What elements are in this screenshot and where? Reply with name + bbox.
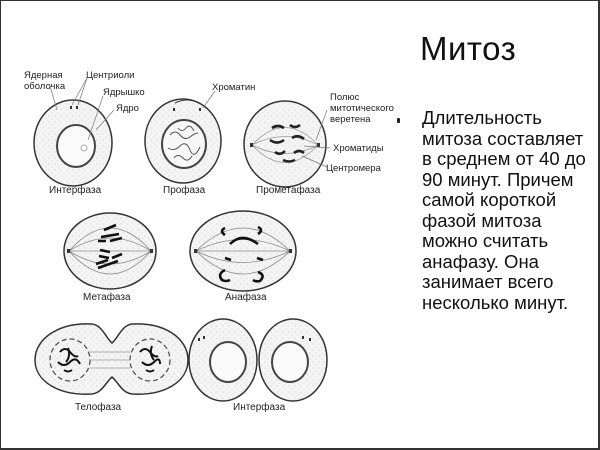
prophase-cell [144, 90, 222, 184]
phase-label-interphase: Интерфаза [49, 185, 102, 196]
slide-title: Митоз [420, 30, 517, 67]
phase-label-telophase: Телофаза [75, 402, 122, 413]
label-centrioles: Центриоли [86, 70, 135, 81]
phase-label-metaphase: Метафаза [83, 292, 131, 303]
phase-label-interphase-final: Интерфаза [233, 402, 286, 413]
label-chromatids: Хроматиды [333, 143, 384, 154]
bullet-paragraph: Длительность митоза составляет в среднем… [422, 107, 586, 313]
label-nuclear-envelope: Ядерная оболочка [24, 70, 66, 92]
interphase-cell [33, 77, 115, 187]
phase-label-prophase: Профаза [163, 185, 206, 196]
bullet-icon [397, 118, 405, 126]
prometaphase-cell [243, 100, 331, 188]
anaphase-cell [189, 210, 297, 292]
interphase-daughter-cells [188, 318, 328, 402]
label-nucleus: Ядро [116, 103, 139, 114]
metaphase-cell [63, 212, 157, 290]
label-nucleolus: Ядрышко [103, 87, 145, 98]
telophase-cell [34, 323, 189, 395]
label-chromatin: Хроматин [212, 82, 256, 93]
label-centromere: Центромера [326, 163, 381, 174]
label-spindle-pole: Полюс митотического веретена [330, 92, 394, 125]
phase-label-anaphase: Анафаза [225, 292, 267, 303]
phase-label-prometaphase: Прометафаза [256, 185, 321, 196]
